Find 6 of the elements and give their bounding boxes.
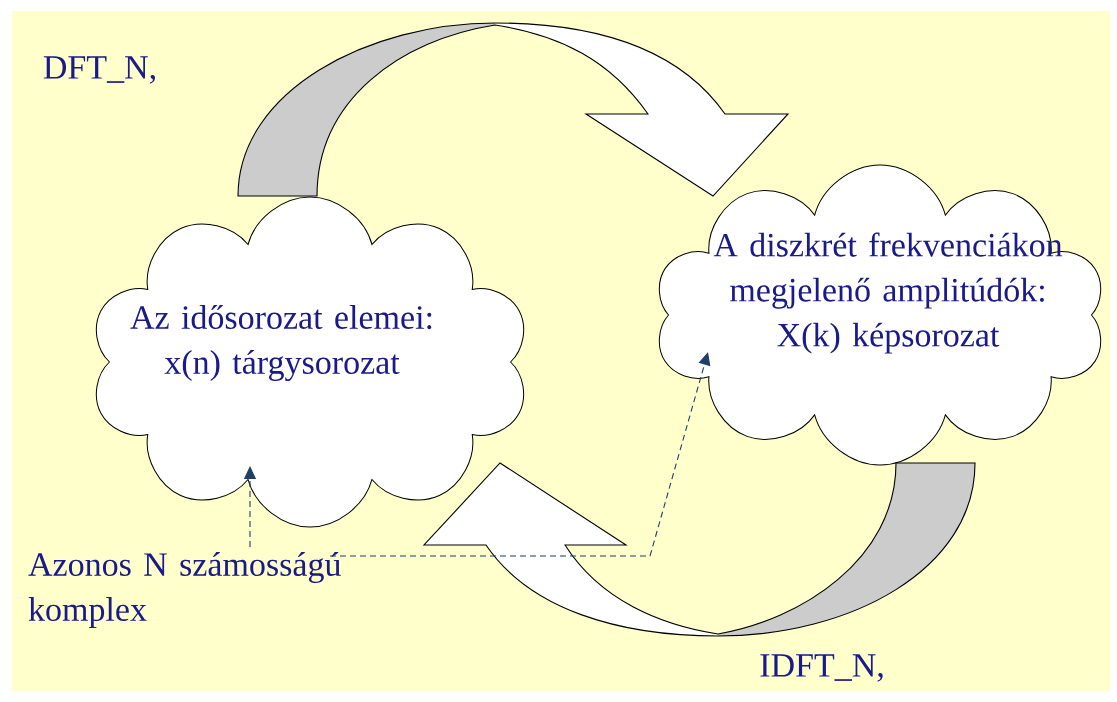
dashed-arrow (329, 352, 711, 557)
transform-label: DFT_N, (43, 56, 155, 84)
curved-block-arrow (423, 462, 976, 637)
curved-block-arrow (237, 22, 789, 197)
note-text: Azonos N számosságú komplex (28, 552, 341, 628)
transform-label: IDFT_N, (760, 654, 883, 682)
